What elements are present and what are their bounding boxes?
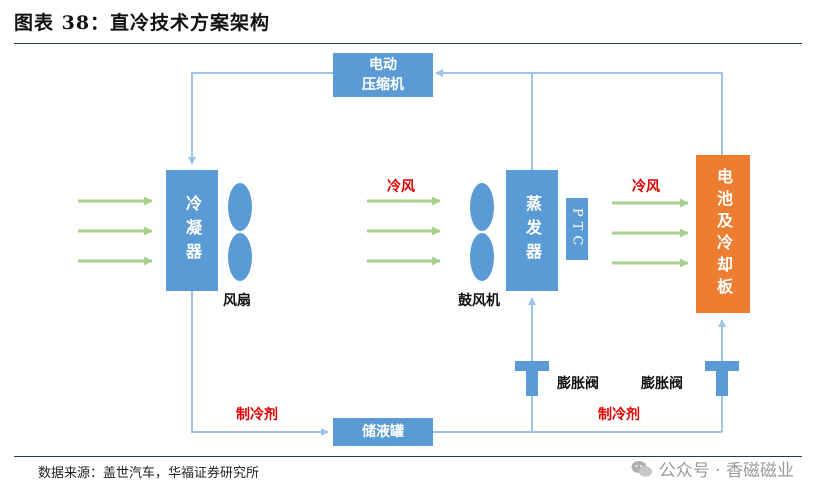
condenser: 冷凝器 <box>166 170 218 291</box>
electric-compressor: 电动 压缩机 <box>333 53 433 97</box>
battery-cold-plate: 电池及冷却板 <box>696 155 750 313</box>
evaporator: 蒸发器 <box>506 170 558 291</box>
data-source: 数据来源：盖世汽车，华福证券研究所 <box>38 466 260 481</box>
expansion-valve-label-2: 膨胀阀 <box>641 376 683 392</box>
figure-title: 图表 38：直冷技术方案架构 <box>14 12 271 34</box>
fan-label: 风扇 <box>223 293 251 309</box>
expansion-valve-1-icon <box>515 361 549 396</box>
footer-rule <box>14 456 802 457</box>
pipe-compressor-to-condenser <box>188 72 333 165</box>
wechat-icon <box>631 460 652 477</box>
refrigerant-label-2: 制冷剂 <box>598 407 640 423</box>
fan-icon <box>228 183 252 281</box>
expansion-valve-label-1: 膨胀阀 <box>557 376 599 392</box>
refrigerant-label-1: 制冷剂 <box>236 407 278 423</box>
cold-air-label-1: 冷风 <box>387 179 415 195</box>
title-rule <box>14 43 802 44</box>
blower-icon <box>470 183 494 281</box>
ptc-heater: PTC <box>566 198 588 260</box>
cold-air-label-2: 冷风 <box>632 179 660 195</box>
pipe-condenser-to-receiver <box>191 291 329 436</box>
blower-label: 鼓风机 <box>458 293 500 309</box>
pipe-battery-to-compressor <box>435 69 723 155</box>
expansion-valve-2-icon <box>705 361 739 396</box>
watermark-text: 公众号 · 香磁磁业 <box>658 461 794 481</box>
air-flow-arrows <box>78 196 689 268</box>
refrigerant-pipes <box>188 69 726 436</box>
liquid-receiver: 储液罐 <box>333 418 433 446</box>
watermark: 公众号 · 香磁磁业 <box>631 456 794 481</box>
